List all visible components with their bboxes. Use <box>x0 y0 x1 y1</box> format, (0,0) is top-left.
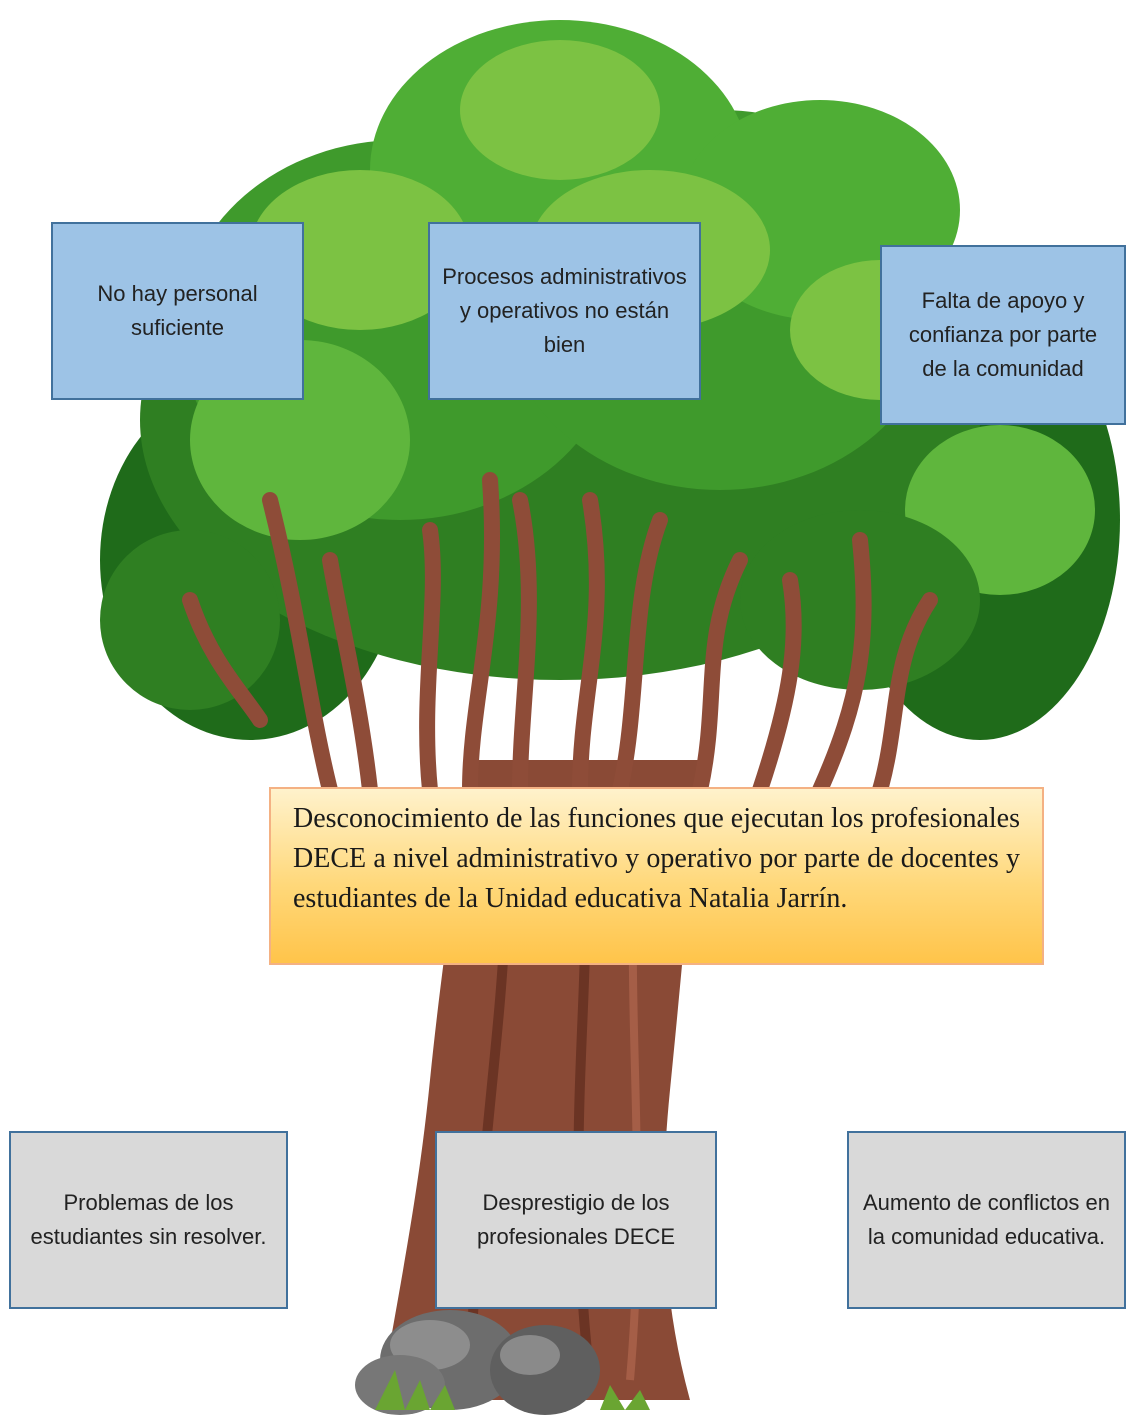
effect-box-2: Desprestigio de los profesionales DECE <box>435 1131 717 1309</box>
effect-text: Aumento de conflictos en la comunidad ed… <box>862 1189 1111 1249</box>
cause-text: Falta de apoyo y confianza por parte de … <box>908 287 1098 382</box>
central-problem-text: Desconocimiento de las funciones que eje… <box>293 803 1020 914</box>
effect-text: Problemas de los estudiantes sin resolve… <box>30 1189 267 1249</box>
rocks <box>355 1310 600 1415</box>
grass <box>375 1370 650 1410</box>
cause-box-3: Falta de apoyo y confianza por parte de … <box>880 245 1126 425</box>
central-problem-box: Desconocimiento de las funciones que eje… <box>269 787 1044 965</box>
branches <box>182 472 938 798</box>
effect-text: Desprestigio de los profesionales DECE <box>476 1189 676 1249</box>
cause-text: Procesos administrativos y operativos no… <box>442 263 687 358</box>
cause-box-2: Procesos administrativos y operativos no… <box>428 222 701 400</box>
effect-box-3: Aumento de conflictos en la comunidad ed… <box>847 1131 1126 1309</box>
effect-box-1: Problemas de los estudiantes sin resolve… <box>9 1131 288 1309</box>
cause-text: No hay personal suficiente <box>97 280 258 340</box>
cause-box-1: No hay personal suficiente <box>51 222 304 400</box>
